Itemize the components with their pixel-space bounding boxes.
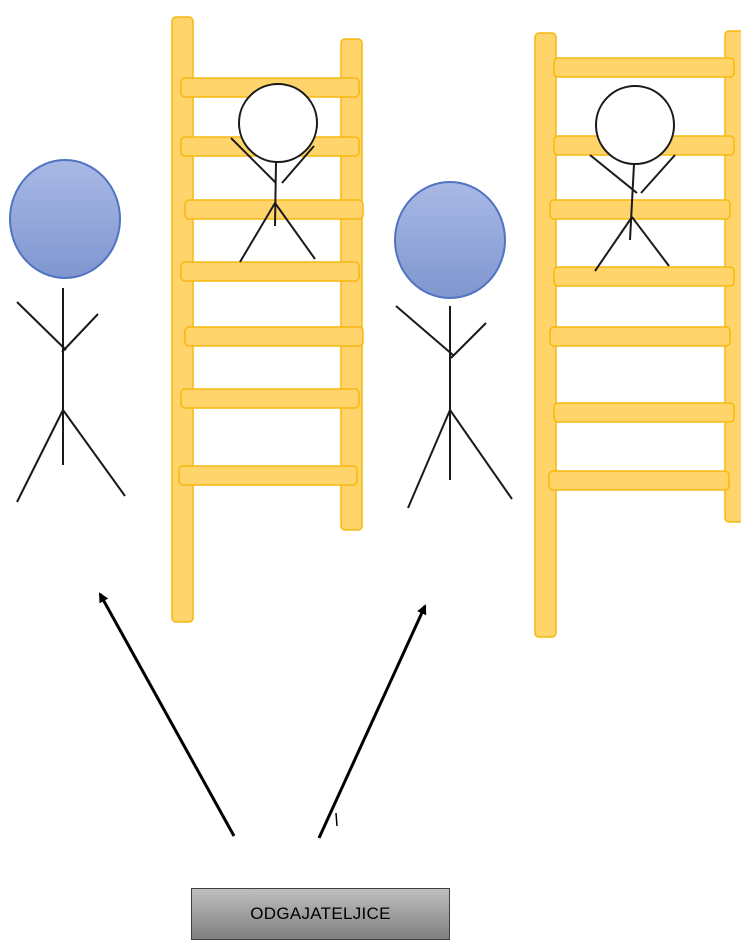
child-left-body [274, 161, 277, 227]
child-right-figure [589, 85, 676, 272]
odgajateljice-label: ODGAJATELJICE [250, 904, 391, 923]
child-left-head [238, 83, 318, 163]
arrow-tick-mark [335, 812, 338, 827]
arrow-to-left-adult [98, 592, 236, 837]
child-left-arm [230, 137, 277, 184]
ladder-right [534, 30, 741, 638]
odgajateljice-label-box: ODGAJATELJICE [191, 888, 450, 940]
child-right-arm [589, 154, 638, 194]
adult-right-leg [449, 409, 513, 500]
adult-right-head [394, 181, 506, 299]
ladder-right-rung [549, 326, 731, 347]
child-right-head [595, 85, 675, 165]
child-right-body [629, 163, 635, 241]
adult-right-leg [407, 409, 451, 509]
adult-right-figure [394, 181, 513, 509]
ladder-left-rung [184, 326, 364, 347]
adult-left-figure [9, 159, 126, 503]
child-left-arm [281, 145, 315, 184]
ladder-right-rung [548, 470, 730, 491]
ladder-left-rung [184, 199, 364, 220]
child-right-leg [631, 216, 670, 267]
ladder-left-rung [178, 465, 358, 486]
ladder-right-rung [553, 266, 735, 287]
adult-right-arm [395, 305, 454, 356]
child-left-figure [230, 83, 318, 263]
adult-left-leg [62, 409, 126, 497]
ladder-right-rung [549, 199, 731, 220]
ladder-left-rail-right [340, 38, 363, 531]
arrows [98, 592, 427, 839]
ladder-right-rung [553, 402, 735, 423]
ladder-left-rung [180, 261, 360, 282]
ladder-left-rung [180, 388, 360, 409]
adult-left-leg [16, 409, 64, 503]
child-right-arm [640, 154, 676, 194]
child-right-leg [594, 216, 633, 272]
adult-left-head [9, 159, 121, 279]
ladder-right-rung [553, 57, 735, 78]
ladder-left-rail-left [171, 16, 194, 623]
adult-right-arm [450, 322, 487, 359]
child-left-leg [274, 202, 316, 260]
adult-left-arm [16, 301, 67, 351]
adult-left-arm [61, 313, 99, 353]
arrow-to-right-adult [317, 604, 427, 839]
child-left-leg [239, 202, 276, 263]
ladder-left [171, 16, 364, 623]
